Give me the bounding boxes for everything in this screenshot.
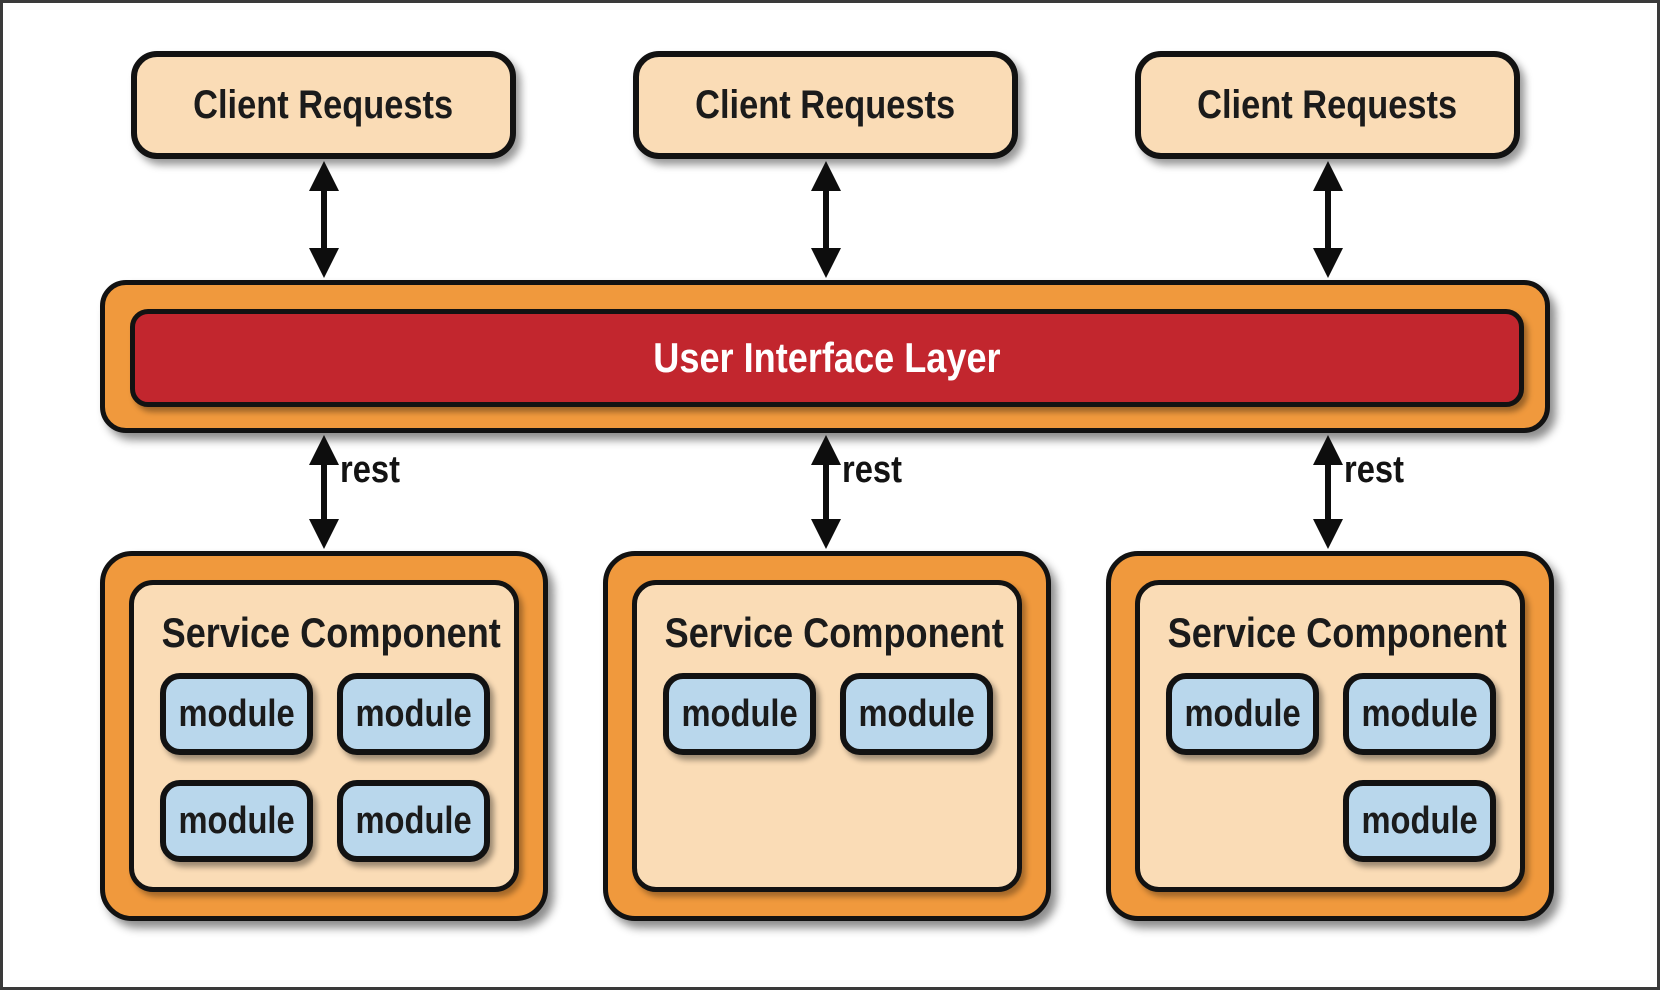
client-requests-box: Client Requests bbox=[633, 51, 1018, 159]
module-chip: module bbox=[1343, 673, 1496, 755]
double-arrow-icon bbox=[309, 435, 339, 549]
ui-layer-label: User Interface Layer bbox=[653, 334, 1001, 381]
service-component-box: Service Component module module module m… bbox=[100, 551, 548, 921]
rest-connection-label: rest bbox=[842, 449, 902, 491]
module-chip: module bbox=[337, 673, 490, 755]
service-component-title: Service Component bbox=[1167, 609, 1507, 656]
module-chip: module bbox=[663, 673, 816, 755]
module-chip: module bbox=[840, 673, 993, 755]
module-chip: module bbox=[1166, 673, 1319, 755]
double-arrow-icon bbox=[1313, 161, 1343, 278]
client-requests-label: Client Requests bbox=[1197, 82, 1458, 127]
module-chip: module bbox=[337, 780, 490, 862]
module-grid: module module module module bbox=[160, 673, 490, 862]
client-requests-label: Client Requests bbox=[193, 82, 454, 127]
module-grid: module module module bbox=[1166, 673, 1496, 862]
double-arrow-icon bbox=[811, 435, 841, 549]
module-chip: module bbox=[160, 673, 313, 755]
double-arrow-icon bbox=[309, 161, 339, 278]
service-component-title: Service Component bbox=[161, 609, 501, 656]
double-arrow-icon bbox=[811, 161, 841, 278]
service-component-box: Service Component module module bbox=[603, 551, 1051, 921]
ui-layer-bar: User Interface Layer bbox=[130, 309, 1524, 407]
service-component-inner: Service Component module module module bbox=[1135, 580, 1525, 892]
module-chip: module bbox=[1343, 780, 1496, 862]
service-component-box: Service Component module module module bbox=[1106, 551, 1554, 921]
service-component-inner: Service Component module module bbox=[632, 580, 1022, 892]
ui-layer-container: User Interface Layer bbox=[100, 280, 1550, 433]
client-requests-label: Client Requests bbox=[695, 82, 956, 127]
rest-connection-label: rest bbox=[340, 449, 400, 491]
double-arrow-icon bbox=[1313, 435, 1343, 549]
module-grid: module module bbox=[663, 673, 993, 755]
service-component-title: Service Component bbox=[664, 609, 1004, 656]
client-requests-box: Client Requests bbox=[1135, 51, 1520, 159]
client-requests-box: Client Requests bbox=[131, 51, 516, 159]
rest-connection-label: rest bbox=[1344, 449, 1404, 491]
module-chip: module bbox=[160, 780, 313, 862]
service-component-inner: Service Component module module module m… bbox=[129, 580, 519, 892]
